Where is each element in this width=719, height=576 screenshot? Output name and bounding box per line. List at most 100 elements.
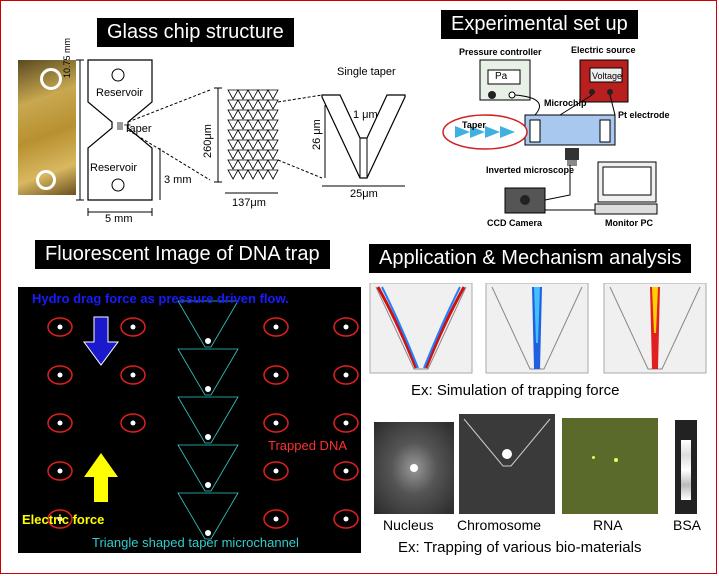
trap-circle [333, 365, 359, 385]
chip-dim-1: 1 μm [353, 109, 378, 121]
dna-spot [343, 324, 349, 330]
dna-spot [57, 468, 63, 474]
bio-rna: RNA [593, 517, 623, 533]
setup-pressure-controller: Pressure controller [459, 47, 542, 57]
setup-voltage: Voltage [592, 71, 623, 81]
dna-spot [130, 372, 136, 378]
dna-spot [57, 324, 63, 330]
chip-dim-3mm: 3 mm [164, 174, 192, 186]
taper-triangle [237, 119, 249, 130]
dna-spot [57, 516, 63, 522]
fluor-taper-outline [177, 300, 239, 348]
chip-taper-label: Taper [124, 123, 152, 135]
trap-circle [47, 317, 73, 337]
setup-pt-electrode: Pt electrode [618, 110, 670, 120]
trap-circle [47, 365, 73, 385]
taper-triangle [247, 169, 259, 180]
taper-triangle [267, 169, 279, 180]
taper-triangle [237, 109, 249, 120]
trapped-dna-spot [205, 482, 211, 488]
dna-spot [57, 372, 63, 378]
chip-photo [18, 60, 76, 195]
taper-triangle [267, 159, 279, 170]
up-arrow-icon [84, 453, 118, 502]
chromosome-image [459, 414, 555, 514]
trapped-dna-spot [205, 338, 211, 344]
chip-photo-hole-top [40, 68, 62, 90]
taper-triangle [247, 129, 259, 140]
fluor-taper-outline [177, 348, 239, 396]
taper-triangle [247, 119, 259, 130]
sim-caption: Ex: Simulation of trapping force [411, 382, 620, 399]
taper-triangle [227, 109, 239, 120]
fluor-taper-outline [177, 492, 239, 540]
chip-photo-hole-bottom [36, 170, 56, 190]
taper-triangle [227, 99, 239, 110]
taper-triangle [237, 139, 249, 150]
bsa-image [675, 420, 697, 514]
trap-circle [333, 317, 359, 337]
taper-triangle [267, 139, 279, 150]
taper-triangle [237, 149, 249, 160]
setup-ccd-camera: CCD Camera [487, 218, 543, 228]
taper-triangle [257, 139, 269, 150]
setup-pa: Pa [495, 71, 508, 82]
bio-bsa: BSA [673, 517, 702, 533]
chip-dim-25: 25μm [350, 188, 378, 200]
setup-diagram [442, 59, 658, 215]
taper-triangle [237, 129, 249, 140]
app-title: Application & Mechanism analysis [369, 244, 692, 273]
trap-circle [120, 365, 146, 385]
chip-single-taper: Single taper [337, 66, 396, 78]
chip-dim-height: 10.75 mm [62, 37, 72, 78]
trap-circle [333, 413, 359, 433]
taper-triangle [237, 169, 249, 180]
dna-spot [343, 468, 349, 474]
setup-title: Experimental set up [441, 10, 638, 39]
fluor-image: Hydro drag force as pressure driven flow… [18, 287, 361, 553]
chip-reservoir-bottom: Reservoir [90, 162, 138, 174]
chip-dim-137: 137μm [232, 197, 266, 209]
chip-reservoir-top: Reservoir [96, 87, 144, 99]
taper-triangle [237, 99, 249, 110]
taper-triangle [227, 89, 239, 100]
taper-triangle [247, 89, 259, 100]
setup-taper: Taper [462, 120, 486, 130]
taper-triangle [227, 149, 239, 160]
taper-triangle [247, 139, 259, 150]
taper-triangle [247, 159, 259, 170]
taper-triangle [227, 139, 239, 150]
dna-spot [273, 324, 279, 330]
trap-circle [333, 509, 359, 529]
dna-spot [273, 468, 279, 474]
taper-triangle [257, 89, 269, 100]
bio-caption: Ex: Trapping of various bio-materials [398, 539, 642, 556]
glass-chip-title: Glass chip structure [97, 18, 294, 47]
sim-panel-3 [603, 283, 707, 374]
setup-monitor-pc: Monitor PC [605, 218, 653, 228]
taper-triangle [247, 109, 259, 120]
chip-schematic [76, 59, 406, 216]
taper-triangle [227, 159, 239, 170]
trap-circle [263, 509, 289, 529]
taper-array [227, 89, 279, 180]
dna-spot [130, 420, 136, 426]
fluor-triangle-label: Triangle shaped taper microchannel [92, 535, 299, 550]
fluor-taper-outline [177, 444, 239, 492]
trap-circle [263, 317, 289, 337]
taper-triangle [247, 99, 259, 110]
taper-triangle [227, 129, 239, 140]
down-arrow-icon [83, 316, 119, 366]
taper-triangle [267, 109, 279, 120]
taper-triangle [237, 89, 249, 100]
taper-triangle [267, 99, 279, 110]
trap-circle [263, 413, 289, 433]
taper-triangle [257, 159, 269, 170]
setup-electric-source: Electric source [571, 45, 636, 55]
trapped-dna-spot [205, 530, 211, 536]
trap-circle [47, 509, 73, 529]
dna-spot [130, 324, 136, 330]
fluor-hydro-label: Hydro drag force as pressure driven flow… [32, 291, 289, 306]
bio-chromosome: Chromosome [457, 517, 542, 533]
chip-dim-5mm: 5 mm [105, 213, 133, 225]
